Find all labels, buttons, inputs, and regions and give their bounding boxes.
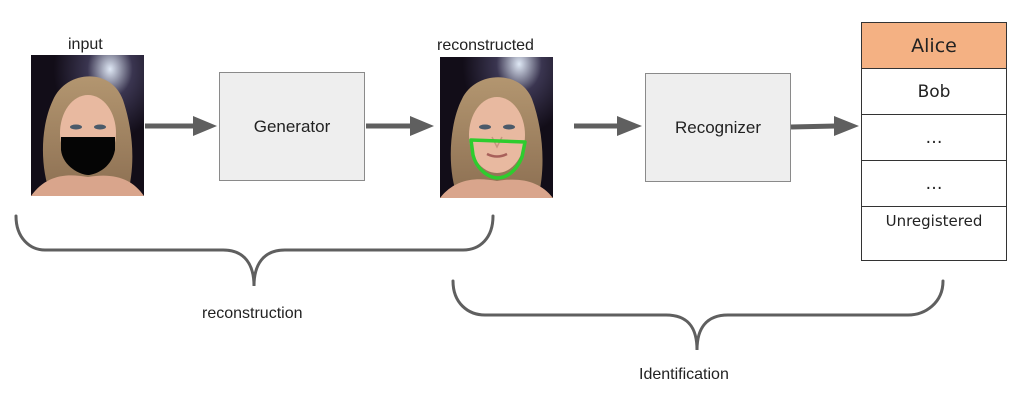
- arrow-recognizer-to-list: [790, 116, 859, 136]
- identity-row-ellipsis: …: [862, 161, 1006, 207]
- generator-block: Generator: [219, 72, 365, 181]
- identity-label: …: [925, 173, 943, 194]
- identity-label: Bob: [917, 81, 951, 102]
- reconstructed-face-image: [440, 57, 553, 198]
- input-label: input: [68, 36, 103, 53]
- identity-label: …: [925, 127, 943, 148]
- identity-label: Alice: [911, 34, 957, 57]
- arrow-reconstructed-to-recognizer: [574, 116, 642, 136]
- brace-reconstruction: [14, 214, 495, 287]
- input-face-image: [31, 55, 144, 196]
- brace-identification: [451, 279, 945, 351]
- recognizer-label: Recognizer: [675, 117, 761, 137]
- identification-label: Identification: [639, 366, 729, 383]
- identity-list: Alice Bob … … Unregistered: [861, 22, 1007, 261]
- identity-label: Unregistered: [885, 211, 983, 230]
- arrow-generator-to-reconstructed: [366, 116, 434, 136]
- arrow-input-to-generator: [145, 116, 217, 136]
- identity-row-ellipsis: …: [862, 115, 1006, 161]
- recognizer-block: Recognizer: [645, 73, 791, 182]
- generator-label: Generator: [253, 116, 331, 136]
- reconstructed-label: reconstructed: [437, 37, 534, 54]
- identity-row-unregistered: Unregistered: [862, 207, 1006, 252]
- reconstruction-label: reconstruction: [202, 305, 303, 322]
- mouth-region-outline: [469, 138, 527, 180]
- identity-row-alice: Alice: [862, 23, 1006, 69]
- identity-row-bob: Bob: [862, 69, 1006, 115]
